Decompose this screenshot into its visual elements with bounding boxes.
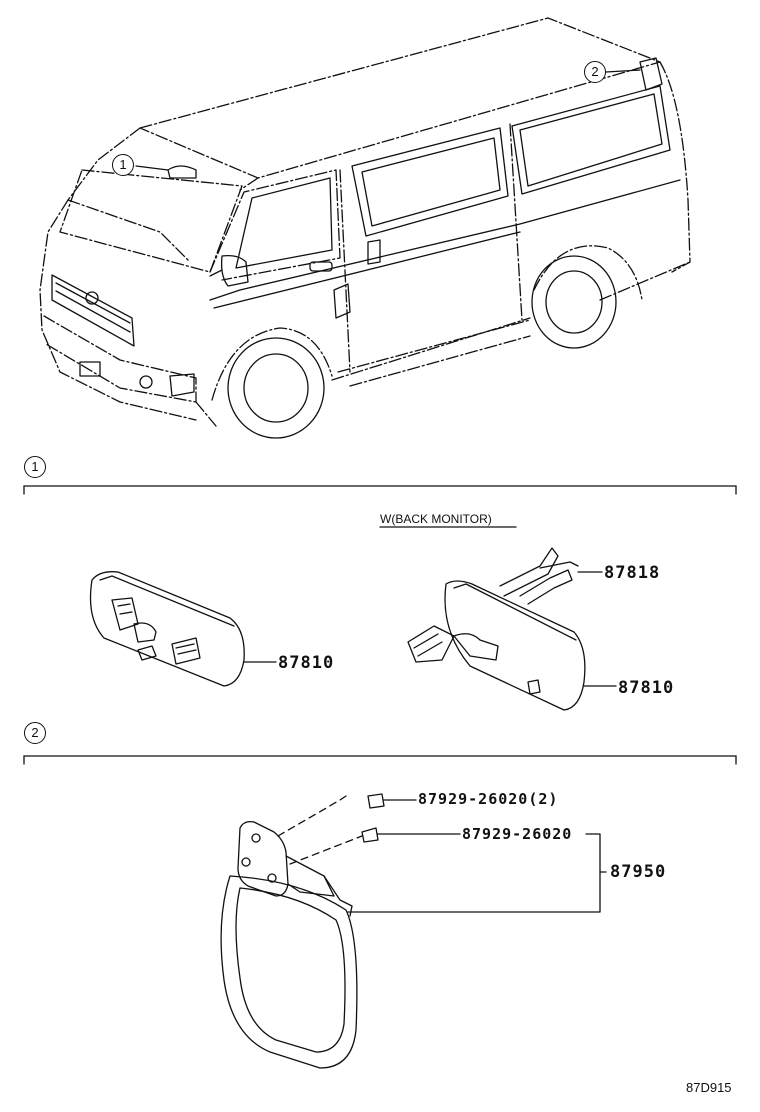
back-monitor-note: W(BACK MONITOR) (380, 512, 492, 526)
van-illustration (39, 17, 691, 439)
section-1-bracket (23, 485, 737, 495)
part-87929-bottom-label: 87929-26020 (462, 825, 573, 843)
figure-code: 87D915 (686, 1080, 732, 1095)
part-87929-top-label: 87929-26020(2) (418, 790, 559, 808)
callout-2: 2 (584, 61, 606, 83)
section-marker-2: 2 (24, 722, 46, 744)
inner-mirror-right (407, 547, 617, 711)
inner-mirror-left (89, 571, 277, 687)
section-2-bracket (23, 755, 737, 765)
part-87810-right-label: 87810 (618, 678, 675, 698)
callout-1: 1 (112, 154, 134, 176)
under-mirror (220, 793, 607, 1069)
part-87810-left-label: 87810 (278, 653, 335, 673)
part-87818-label: 87818 (604, 563, 661, 583)
part-87950-label: 87950 (610, 862, 667, 882)
section-marker-1: 1 (24, 456, 46, 478)
